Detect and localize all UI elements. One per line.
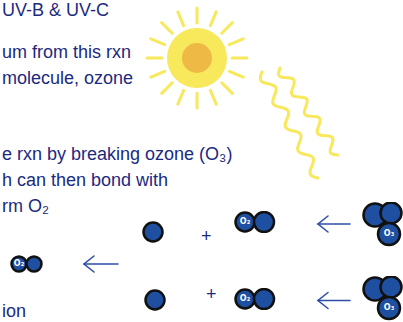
molecule-label: O₃ [378, 303, 400, 313]
oxygen-atom [378, 297, 400, 319]
molecule-label: O₂ [236, 294, 255, 304]
sun-ray [210, 12, 216, 26]
oxygen-atom [146, 291, 165, 310]
oxygen-atom [254, 212, 274, 232]
oxygen-atom [378, 223, 400, 245]
oxygen-atom [12, 257, 27, 272]
oxygen-atom [254, 289, 274, 309]
uv-wave [279, 68, 338, 155]
reaction-arrow [318, 293, 350, 309]
oxygen-atom [236, 290, 255, 309]
molecule-shape [362, 276, 403, 321]
note-text: um from this rxn [2, 42, 131, 62]
sun-ray [151, 71, 165, 77]
sun-ray [147, 57, 162, 60]
molecule: O₂ [234, 211, 276, 233]
sun-ray [196, 93, 199, 108]
sun-ray [210, 90, 216, 104]
note-text: rm O₂ [2, 196, 49, 216]
sun-ray [151, 39, 165, 45]
sun-core [182, 43, 212, 73]
sun-ray [178, 90, 184, 104]
note-text: e rxn by breaking ozone (O₃) [2, 144, 232, 164]
molecule-shape [362, 202, 403, 247]
sun-rays [147, 8, 247, 108]
oxygen-atom [144, 223, 163, 242]
sun-ray [222, 83, 233, 94]
molecule-label: O₃ [378, 229, 400, 239]
sun-ray [229, 39, 243, 45]
uv-waves [260, 68, 338, 178]
note-text: UV-B & UV-C [2, 0, 109, 20]
molecule: O₂ [234, 288, 276, 310]
oxygen-atom [381, 277, 402, 298]
sun-ray [162, 83, 173, 94]
molecule-label: O₂ [12, 259, 27, 269]
note-text: molecule, ozone [2, 68, 133, 88]
oxygen-atom [381, 203, 402, 224]
molecule: O₂ [10, 255, 44, 273]
molecule-label: O₂ [236, 217, 255, 227]
note-text: h can then bond with [2, 170, 168, 190]
sun-ray [178, 12, 184, 26]
sun [167, 28, 227, 88]
reaction-arrow [84, 256, 118, 272]
reaction-arrow [318, 216, 350, 232]
molecule: O₃ [362, 276, 403, 321]
sun-ray [229, 71, 243, 77]
note-text: ion [2, 301, 26, 321]
sun-ray [196, 8, 199, 23]
sun-ray [232, 57, 247, 60]
uv-wave [260, 72, 318, 178]
sun-ray [162, 23, 173, 34]
oxygen-atom [236, 213, 255, 232]
plus-sign: + [206, 284, 217, 304]
molecule: O₃ [362, 202, 403, 247]
oxygen-atom [27, 257, 42, 272]
plus-sign: + [201, 226, 212, 246]
sun-ray [222, 23, 233, 34]
